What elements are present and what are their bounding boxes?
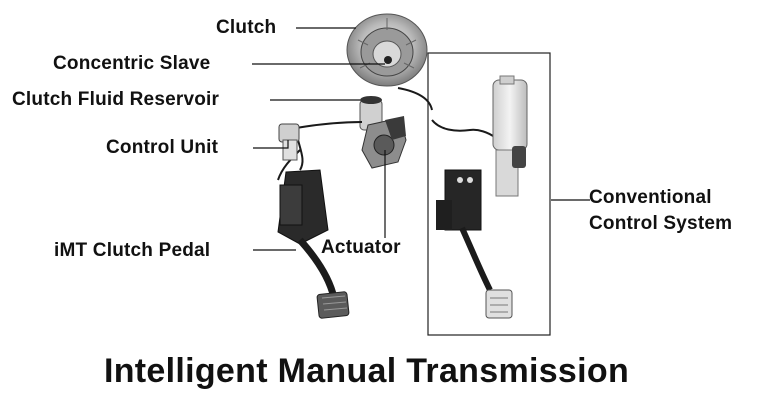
conventional-reservoir-image	[493, 76, 527, 196]
label-imt-clutch-pedal: iMT Clutch Pedal	[54, 240, 210, 262]
label-clutch: Clutch	[216, 17, 276, 39]
label-conventional-line2: Control System	[589, 213, 732, 235]
label-concentric-slave: Concentric Slave	[53, 53, 210, 75]
label-actuator: Actuator	[321, 237, 401, 259]
label-clutch-fluid-reservoir: Clutch Fluid Reservoir	[12, 89, 219, 111]
label-conventional-line1: Conventional	[589, 187, 712, 209]
diagram-title: Intelligent Manual Transmission	[0, 352, 733, 391]
control-unit-image	[279, 124, 299, 160]
label-control-unit: Control Unit	[106, 137, 218, 159]
clutch-image	[347, 14, 427, 86]
